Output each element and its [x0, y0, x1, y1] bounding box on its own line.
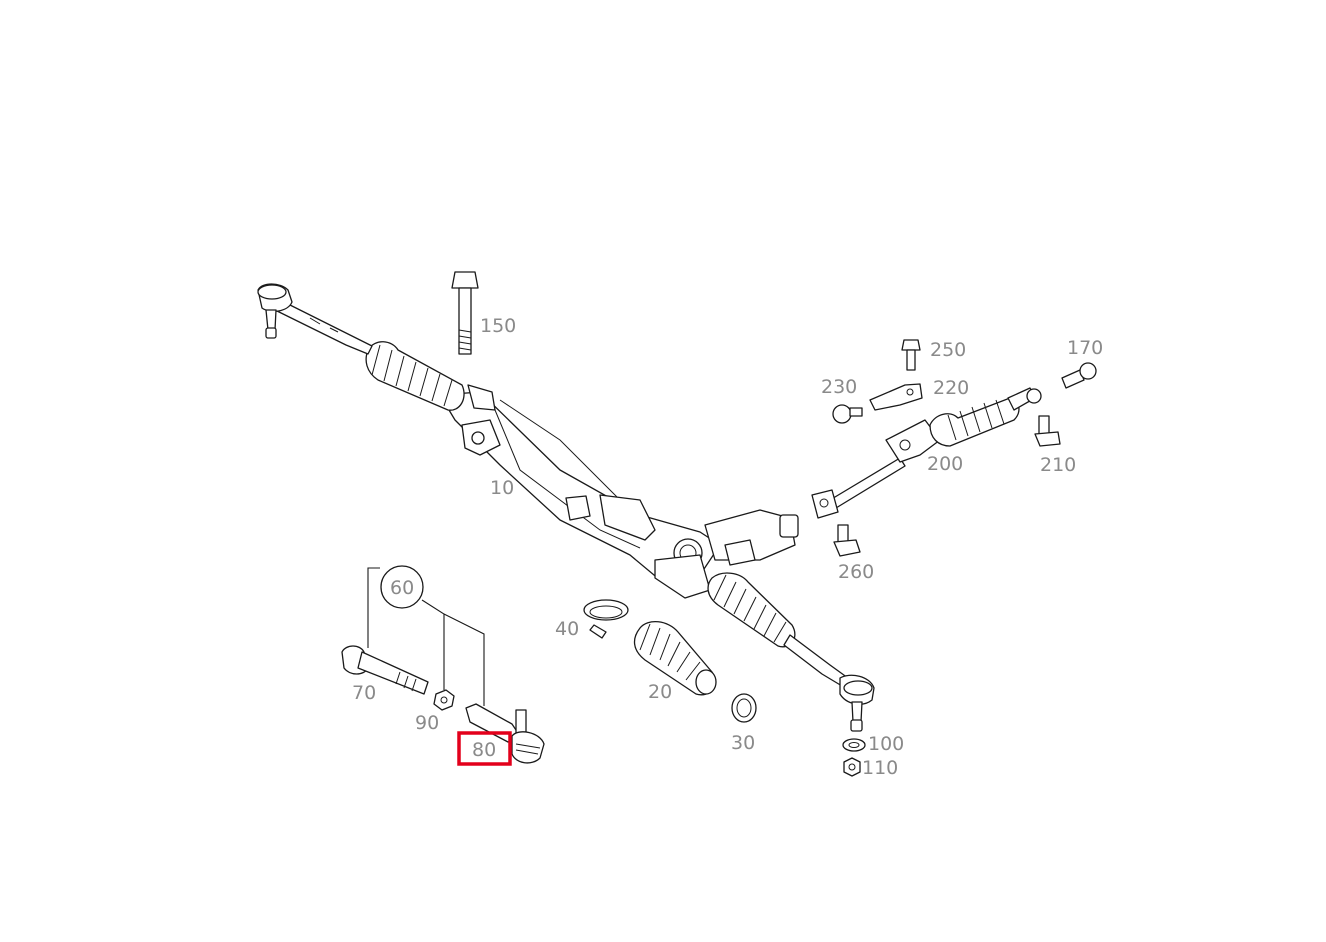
- bolt-260[interactable]: [833, 524, 861, 557]
- bolt-250[interactable]: [901, 339, 921, 371]
- bellows-20[interactable]: [633, 621, 717, 696]
- nut-110[interactable]: [843, 757, 861, 777]
- callout-110[interactable]: 110: [862, 757, 898, 779]
- washer-100[interactable]: [842, 738, 866, 752]
- callout-10[interactable]: 10: [490, 477, 514, 499]
- callout-250[interactable]: 250: [930, 339, 966, 361]
- callout-210[interactable]: 210: [1040, 454, 1076, 476]
- bolt-230[interactable]: [832, 404, 863, 424]
- tie-rod-right[interactable]: [783, 634, 875, 732]
- nut-90[interactable]: [433, 689, 455, 711]
- tie-rod-left[interactable]: [257, 283, 373, 355]
- callout-260[interactable]: 260: [838, 561, 874, 583]
- callout-60[interactable]: 60: [390, 577, 414, 599]
- callout-220[interactable]: 220: [933, 377, 969, 399]
- rack-bellows-left[interactable]: [365, 341, 465, 411]
- callout-230[interactable]: 230: [821, 376, 857, 398]
- clamp-30[interactable]: [731, 693, 757, 723]
- bolt-170[interactable]: [1061, 362, 1097, 389]
- callout-40[interactable]: 40: [555, 618, 579, 640]
- bracket-220[interactable]: [869, 383, 923, 411]
- callout-20[interactable]: 20: [648, 681, 672, 703]
- callout-80[interactable]: 80: [472, 739, 496, 761]
- callout-200[interactable]: 200: [927, 453, 963, 475]
- callout-150[interactable]: 150: [480, 315, 516, 337]
- clamp-40[interactable]: [583, 599, 629, 639]
- inner-tie-rod-70[interactable]: [341, 645, 429, 695]
- highlight-box-80: [457, 731, 512, 766]
- callout-90[interactable]: 90: [415, 712, 439, 734]
- callout-30[interactable]: 30: [731, 732, 755, 754]
- steering-rack-assembly[interactable]: [439, 384, 799, 599]
- callout-70[interactable]: 70: [352, 682, 376, 704]
- kit-60-leaders: [367, 565, 485, 706]
- callout-170[interactable]: 170: [1067, 337, 1103, 359]
- rack-bellows-right[interactable]: [707, 572, 796, 648]
- callout-100[interactable]: 100: [868, 733, 904, 755]
- bolt-210[interactable]: [1034, 415, 1061, 447]
- bolt-150[interactable]: [451, 271, 479, 355]
- extension-rod-200[interactable]: [811, 387, 1042, 519]
